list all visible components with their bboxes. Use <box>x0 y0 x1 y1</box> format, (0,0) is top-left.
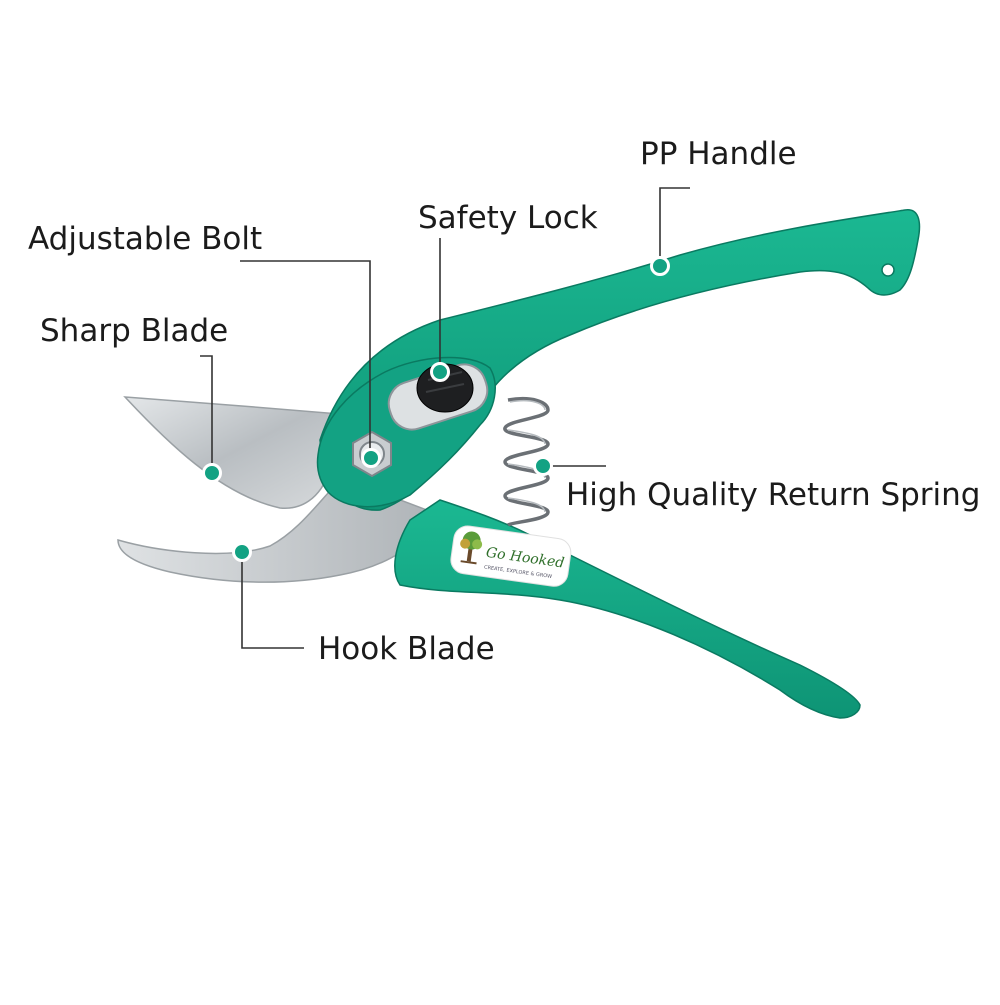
hook-blade-label: Hook Blade <box>318 631 495 667</box>
tree-logo-icon <box>460 531 483 565</box>
hook-blade-marker <box>232 542 252 562</box>
brand-logo: Go Hooked CREATE, EXPLORE & GROW <box>450 525 572 587</box>
pp-handle-marker <box>650 256 670 276</box>
safety-lock-label: Safety Lock <box>418 200 598 236</box>
sharp-blade-marker <box>202 463 222 483</box>
sharp-blade-label: Sharp Blade <box>40 313 229 349</box>
return-spring <box>503 397 550 527</box>
return-spring-label: High Quality Return Spring <box>566 477 981 513</box>
callout-markers <box>202 256 670 562</box>
adjustable-bolt-label: Adjustable Bolt <box>28 221 263 257</box>
hanging-hole <box>881 263 895 277</box>
return-spring-marker <box>533 456 553 476</box>
sharp-blade <box>123 396 341 509</box>
pp-handle-label: PP Handle <box>640 136 797 172</box>
adjustable-bolt-marker <box>361 448 381 468</box>
leader-lines <box>200 187 690 649</box>
safety-lock-marker <box>430 362 450 382</box>
